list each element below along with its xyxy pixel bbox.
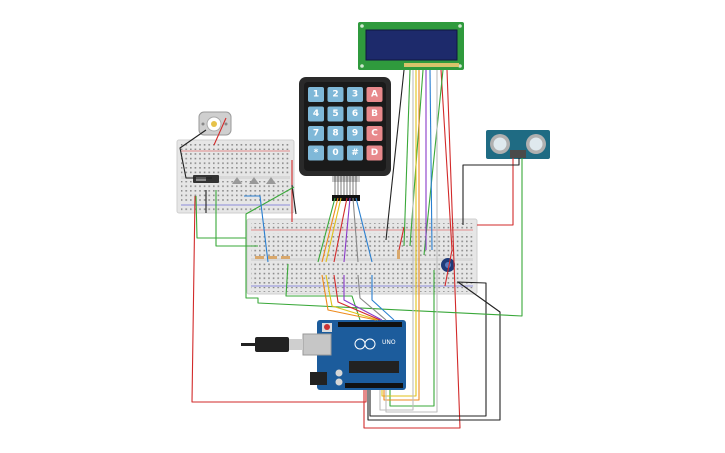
keypad-key-face[interactable]	[327, 126, 344, 141]
keypad-key[interactable]: 9	[347, 126, 363, 141]
keypad-key[interactable]: #	[347, 145, 363, 161]
keypad-key-face[interactable]	[308, 126, 324, 141]
keypad-key-label: *	[314, 148, 319, 158]
keypad-key[interactable]: 7	[308, 126, 324, 141]
keypad-key-label: 0	[332, 148, 338, 158]
keypad-key-label: C	[371, 129, 378, 139]
wires	[179, 69, 523, 429]
keypad-key[interactable]: 4	[308, 106, 324, 122]
keypad-key-face[interactable]	[366, 106, 383, 122]
keypad-key-face[interactable]	[308, 106, 324, 122]
keypad-key-face[interactable]	[327, 87, 344, 102]
keypad-key-face[interactable]	[327, 106, 344, 122]
lcd-display[interactable]	[358, 22, 464, 70]
keypad-key-label: B	[371, 109, 378, 119]
keypad-key[interactable]: 5	[327, 106, 344, 122]
keypad-key[interactable]: 8	[327, 126, 344, 141]
keypad-key-face[interactable]	[308, 87, 324, 102]
keypad-key-label: 7	[313, 129, 319, 139]
keypad[interactable]: 1 2 3 A 4 5 6 B 7 8 9 C * 0 # D	[299, 77, 391, 201]
keypad-key-label: 9	[352, 129, 358, 139]
usb-cable-icon	[241, 337, 303, 352]
keypad-key[interactable]: 2	[327, 87, 344, 102]
keypad-keys: 1 2 3 A 4 5 6 B 7 8 9 C * 0 # D	[308, 87, 383, 161]
keypad-key-label: 3	[352, 90, 358, 100]
keypad-key-face[interactable]	[366, 87, 383, 102]
keypad-key-face[interactable]	[366, 145, 383, 161]
keypad-key[interactable]: 3	[347, 87, 363, 102]
keypad-key-label: 8	[332, 129, 338, 139]
keypad-key-face[interactable]	[366, 126, 383, 141]
ultrasonic-sensor[interactable]	[486, 130, 550, 159]
keypad-key[interactable]: 6	[347, 106, 363, 122]
keypad-key-face[interactable]	[347, 87, 363, 102]
arduino-uno[interactable]: UNO	[302, 320, 406, 390]
slide-switch-icon[interactable]	[193, 175, 219, 183]
transistor-group	[232, 177, 276, 184]
keypad-key-face[interactable]	[347, 126, 363, 141]
keypad-key[interactable]: D	[366, 145, 383, 161]
keypad-key-label: 4	[313, 109, 319, 119]
keypad-key[interactable]: 0	[327, 145, 344, 161]
keypad-key-label: D	[371, 148, 378, 158]
keypad-key[interactable]: A	[366, 87, 383, 102]
keypad-key-face[interactable]	[347, 145, 363, 161]
dc-motor-icon[interactable]	[198, 111, 232, 136]
keypad-key[interactable]: *	[308, 145, 324, 161]
keypad-key[interactable]: 1	[308, 87, 324, 102]
keypad-key[interactable]: C	[366, 126, 383, 141]
keypad-key[interactable]: B	[366, 106, 383, 122]
keypad-key-face[interactable]	[347, 106, 363, 122]
keypad-key-label: 5	[332, 109, 338, 119]
keypad-key-face[interactable]	[308, 145, 324, 161]
keypad-key-label: A	[371, 90, 378, 100]
arduino-brand: UNO	[382, 339, 396, 346]
resistors	[255, 250, 400, 259]
keypad-key-label: 2	[332, 90, 338, 100]
keypad-key-label: 1	[313, 90, 319, 100]
keypad-key-face[interactable]	[327, 145, 344, 161]
keypad-key-label: 6	[352, 109, 358, 119]
keypad-key-label: #	[351, 148, 359, 158]
